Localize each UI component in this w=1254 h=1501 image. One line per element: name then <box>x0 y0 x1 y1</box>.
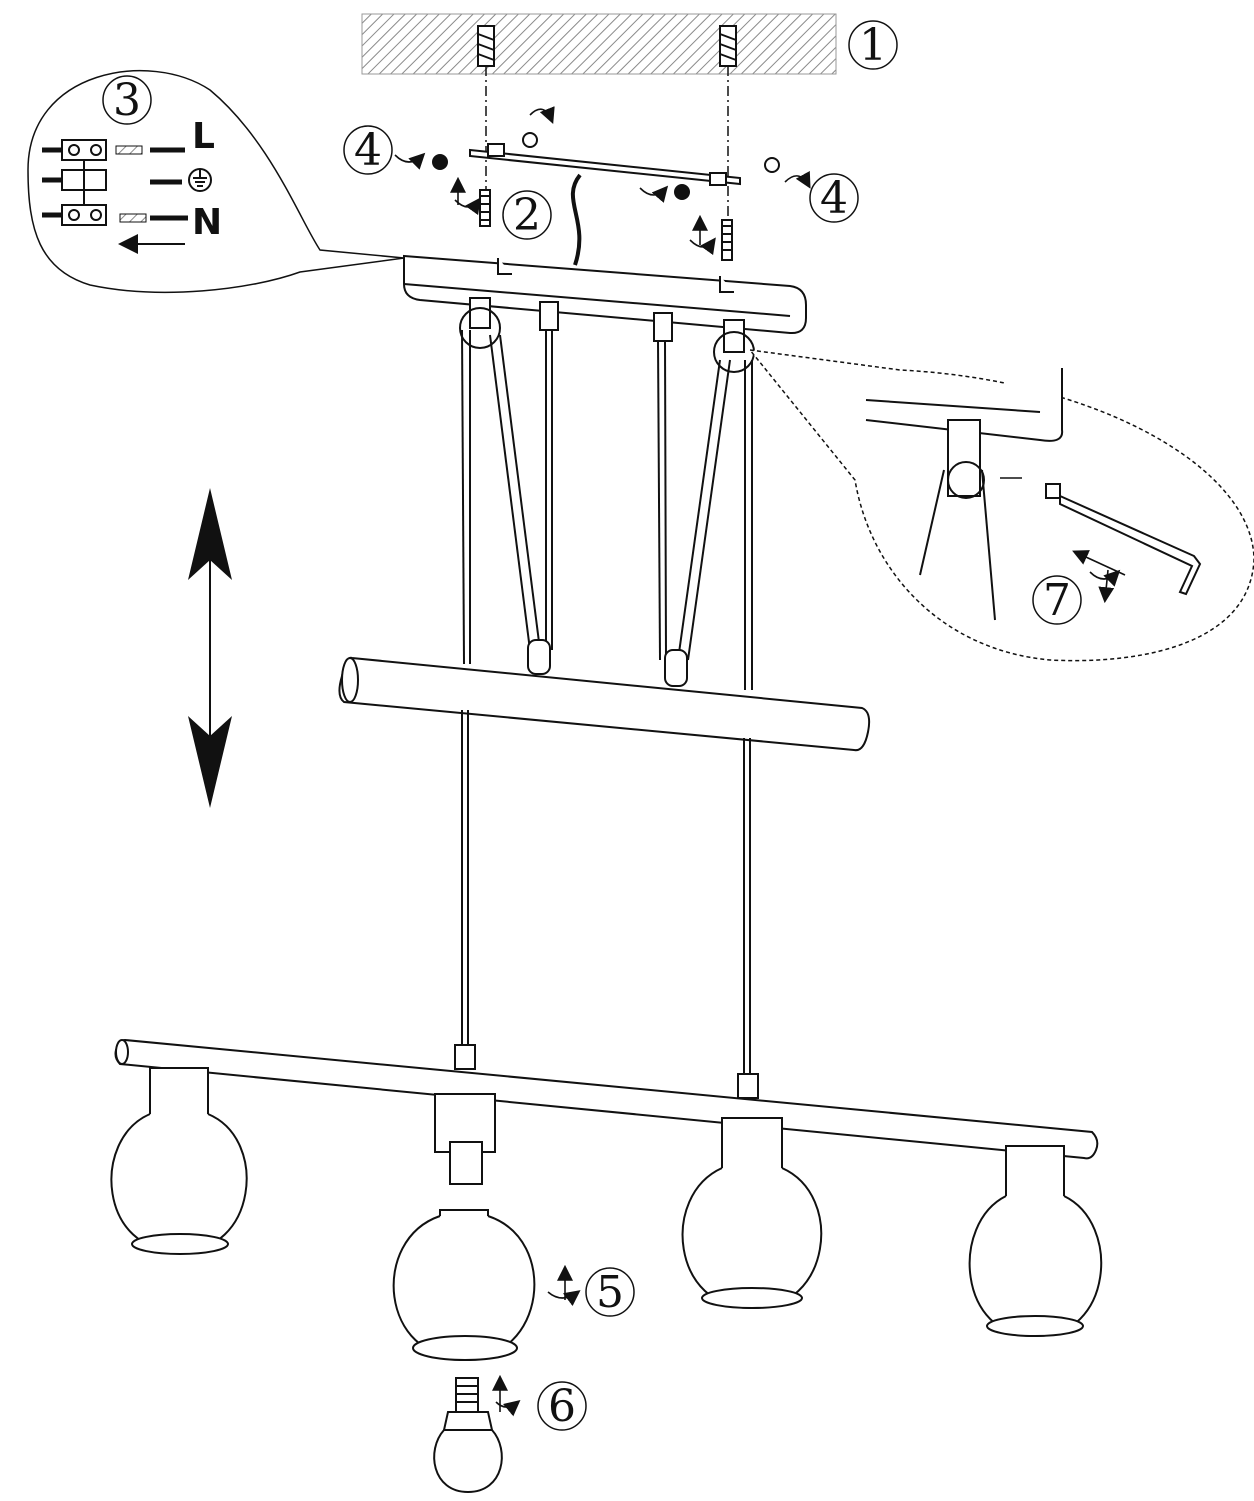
screw-right <box>721 219 733 261</box>
wire-label-live: L <box>192 116 215 157</box>
step-badge-6: 6 <box>537 1381 587 1432</box>
lamp-shade-3 <box>681 1117 823 1310</box>
canopy-pulleys <box>459 297 755 373</box>
step-badge-4-right: 4 <box>809 173 859 224</box>
step-badge-4-left: 4 <box>343 125 393 176</box>
cable-clamps <box>527 639 688 687</box>
rod-connectors <box>454 1044 759 1099</box>
screw-left <box>479 189 491 227</box>
ceiling-canopy <box>403 254 807 335</box>
height-adjust-arrow <box>188 488 232 808</box>
svg-text:7: 7 <box>1043 575 1071 626</box>
screw-head-small <box>522 132 780 173</box>
wire-label-neutral: N <box>192 202 222 243</box>
step-badge-7: 7 <box>1032 575 1082 626</box>
step-badge-2: 2 <box>502 190 552 241</box>
lamp-shade-1 <box>110 1067 248 1255</box>
svg-text:5: 5 <box>596 1267 624 1318</box>
suspension-cables-lower <box>461 710 751 1074</box>
main-lamp-bar <box>114 1038 1099 1160</box>
lamp-shade-4 <box>968 1145 1103 1338</box>
counterweight-tube <box>338 656 871 752</box>
step-badge-1: 1 <box>848 20 898 71</box>
twist-arrows-lower <box>492 1264 581 1417</box>
lamp-shade-2 <box>392 1209 536 1361</box>
svg-text:3: 3 <box>113 75 141 126</box>
wiring-detail-callout: L N <box>27 69 405 294</box>
svg-text:4: 4 <box>820 173 848 224</box>
svg-text:1: 1 <box>859 20 887 71</box>
step-badge-5: 5 <box>585 1267 635 1318</box>
lamp-socket-2 <box>434 1093 496 1185</box>
ceiling <box>361 13 837 75</box>
nut-left <box>432 154 448 170</box>
mounting-bracket <box>469 143 741 186</box>
wall-plug-left <box>477 25 495 67</box>
rotate-arrows <box>394 106 811 256</box>
svg-text:6: 6 <box>548 1381 576 1432</box>
earth-ground-icon <box>188 168 212 192</box>
guide-lines <box>485 66 729 220</box>
led-bulb <box>433 1377 503 1494</box>
svg-text:4: 4 <box>354 125 382 176</box>
supply-cable <box>570 173 582 266</box>
step-badge-3: 3 <box>102 75 152 126</box>
nut-right <box>674 184 690 200</box>
suspension-cables-upper <box>461 329 753 690</box>
svg-text:2: 2 <box>513 190 541 241</box>
allen-key-detail-callout <box>748 349 1254 662</box>
wall-plug-right <box>719 25 737 67</box>
